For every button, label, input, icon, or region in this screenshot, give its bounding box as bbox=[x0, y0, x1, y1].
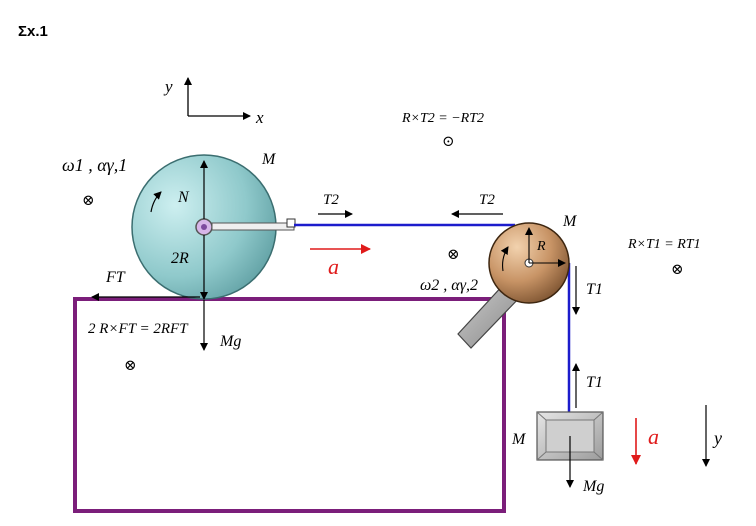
label-Mg-block: Mg bbox=[582, 478, 604, 495]
into-page-symbol-friction: ⊗ bbox=[124, 358, 137, 374]
label-M-disk: M bbox=[261, 151, 277, 168]
into-page-symbol-1: ⊗ bbox=[82, 193, 95, 209]
disk-axle-center bbox=[201, 224, 207, 230]
label-torque-T2: R×T2 = −RT2 bbox=[401, 111, 484, 126]
label-FT: FT bbox=[105, 269, 126, 286]
label-M-pulley: M bbox=[562, 213, 578, 230]
axis-x-label: x bbox=[255, 108, 264, 127]
label-R-pulley: R bbox=[536, 239, 546, 254]
disk-rotation-arrow bbox=[150, 191, 162, 213]
label-T2-right: T2 bbox=[479, 192, 495, 208]
axis-y-label: y bbox=[163, 77, 173, 96]
axle-rod bbox=[211, 222, 295, 231]
block-bevel-4 bbox=[593, 451, 604, 461]
label-M-block: M bbox=[511, 431, 527, 448]
label-Mg-disk: Mg bbox=[219, 333, 241, 350]
out-of-page-symbol: ⊙ bbox=[442, 134, 455, 150]
label-a-horizontal: a bbox=[328, 254, 339, 279]
label-y-down: y bbox=[712, 428, 722, 448]
into-page-symbol-3: ⊗ bbox=[671, 262, 684, 278]
label-friction-torque: 2 R×FT = 2RFT bbox=[88, 321, 189, 337]
block-bevel-1 bbox=[536, 411, 547, 421]
label-T1-bottom: T1 bbox=[586, 374, 603, 391]
table-outline bbox=[73, 297, 506, 513]
block-bevel-2 bbox=[593, 411, 604, 421]
label-a-vertical: a bbox=[648, 424, 659, 449]
coordinate-axes: y x bbox=[163, 77, 264, 127]
label-N: N bbox=[177, 189, 190, 206]
into-page-symbol-2: ⊗ bbox=[447, 247, 460, 263]
label-omega1-alpha1: ω1 , αγ,1 bbox=[62, 155, 127, 175]
rope-clip bbox=[286, 218, 296, 228]
label-2R: 2R bbox=[171, 250, 189, 267]
figure-title: Σx.1 bbox=[18, 23, 48, 40]
label-T2-left: T2 bbox=[323, 192, 339, 208]
label-T1-top: T1 bbox=[586, 281, 603, 298]
block-bevel-3 bbox=[536, 451, 547, 461]
pulley-rotation-arrow bbox=[500, 246, 509, 272]
label-torque-T1: R×T1 = RT1 bbox=[627, 237, 701, 252]
label-omega2-alpha2: ω2 , αγ,2 bbox=[420, 277, 478, 294]
